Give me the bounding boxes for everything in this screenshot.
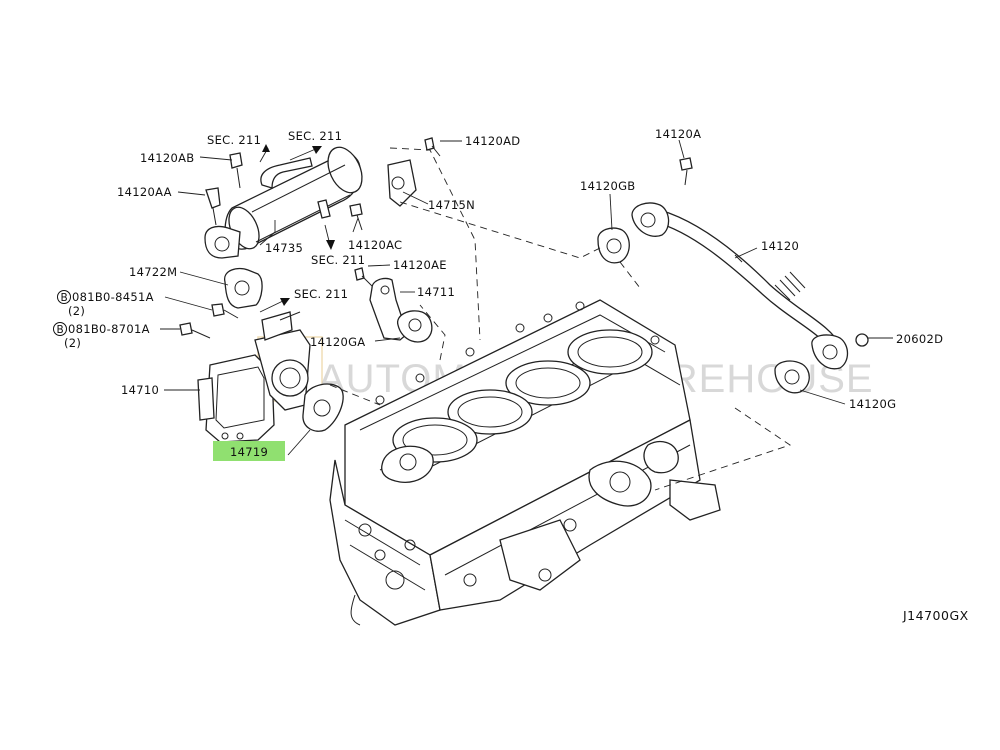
label-14715N: 14715N <box>428 198 475 212</box>
label-14120GA: 14120GA <box>310 335 365 349</box>
label-14120AE: 14120AE <box>393 258 447 272</box>
gasket-14120GB <box>597 227 630 264</box>
diagram-code: J14700GX <box>902 608 969 623</box>
egr-tube-14120 <box>631 157 869 370</box>
gasket-14722M <box>224 267 263 309</box>
egr-cooler <box>204 146 363 259</box>
highlight-14719 <box>213 441 285 461</box>
label-sec211-c: SEC. 211 <box>311 253 365 267</box>
label-14120AD: 14120AD <box>465 134 520 148</box>
label-sec211-d: SEC. 211 <box>294 287 348 301</box>
label-14711: 14711 <box>417 285 455 299</box>
label-14120AB: 14120AB <box>140 151 194 165</box>
gasket-14715N <box>349 137 441 231</box>
label-14120AC: 14120AC <box>348 238 402 252</box>
leader-lines <box>160 139 893 456</box>
label-14120AA: 14120AA <box>117 185 172 199</box>
bolt-symbol-a <box>57 290 71 304</box>
bolt-symbol-b-letter: B <box>57 324 64 336</box>
label-14722M: 14722M <box>129 265 177 279</box>
gasket-14719 <box>302 383 344 432</box>
label-14120A: 14120A <box>655 127 701 141</box>
label-14120GB: 14120GB <box>580 179 635 193</box>
label-14120G: 14120G <box>849 397 896 411</box>
bolt-symbol-a-letter: B <box>61 292 68 304</box>
label-14120: 14120 <box>761 239 799 253</box>
label-sec211-a: SEC. 211 <box>207 133 261 147</box>
label-081B0-8451A: 081B0-8451A <box>72 290 154 304</box>
label-qty-8451A: (2) <box>68 304 85 318</box>
label-20602D: 20602D <box>896 332 943 346</box>
label-sec211-b: SEC. 211 <box>288 129 342 143</box>
bolt-symbol-b <box>53 322 67 336</box>
bolts-081B0 <box>179 303 239 339</box>
egr-tube-14711 <box>354 267 433 343</box>
sec211-arrows <box>259 144 335 313</box>
gasket-14120G <box>774 360 810 394</box>
callout-labels: SEC. 211 SEC. 211 SEC. 211 SEC. 211 1412… <box>53 127 969 623</box>
label-081B0-8701A: 081B0-8701A <box>68 322 150 336</box>
label-14735: 14735 <box>265 241 303 255</box>
label-14719: 14719 <box>230 445 268 459</box>
dashed-guides <box>329 147 792 491</box>
cylinder-head <box>329 299 721 626</box>
egr-valve <box>197 311 311 443</box>
label-qty-8701A: (2) <box>64 336 81 350</box>
label-14710: 14710 <box>121 383 159 397</box>
